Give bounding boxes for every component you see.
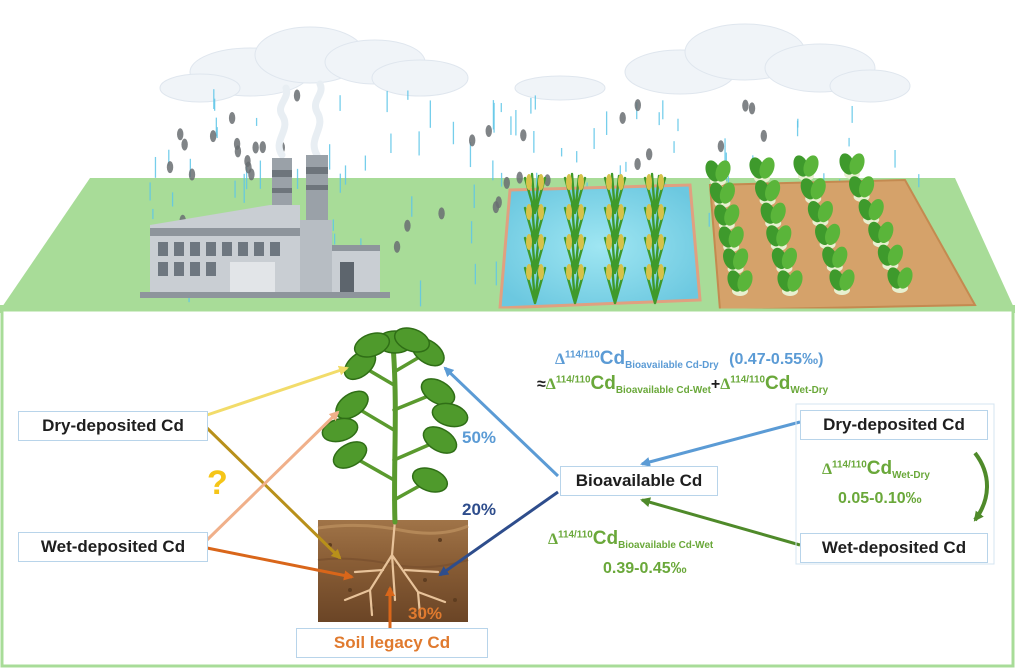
arrows-right [438,366,989,577]
cloud-icon [159,23,911,103]
arrow-dry-to-leaves [206,365,349,417]
dry-deposited-cd-label-left: Dry-deposited Cd [42,416,184,435]
vegetable-plant-icon [705,153,913,296]
arrow-wet-to-roots [206,546,354,581]
wet-deposited-cd-label-right: Wet-deposited Cd [821,538,967,557]
percent-50-label: 50% [462,428,497,447]
arrow-wet-to-leaves [205,410,340,542]
dry-deposited-cd-label-right: Dry-deposited Cd [823,415,965,434]
wet-deposited-cd-box-left: Wet-deposited Cd [18,532,208,562]
wet-deposited-cd-box-right: Wet-deposited Cd [800,533,988,563]
soil-legacy-cd-label: Soil legacy Cd [333,633,451,652]
seedling-icon [321,327,469,525]
delta-bioavailable-dry-formula: Δ114/110CdBioavailable Cd-Dry (0.47-0.55… [555,348,824,372]
dry-range-label: (0.47-0.55‰) [729,351,824,368]
arrow-dry-to-roots [205,426,342,560]
wet-deposited-cd-label-left: Wet-deposited Cd [40,537,186,556]
arrows-left [205,365,395,628]
wet-dry-range-label: 0.05-0.10‰ [838,490,922,507]
dry-deposited-cd-box-left: Dry-deposited Cd [18,411,208,441]
right-group-frame [795,403,995,565]
delta-wet-dry-formula: Δ114/110CdWet-Dry [822,458,930,482]
percent-30-label: 30% [408,604,443,623]
question-mark-label: ? [207,464,228,502]
arrow-bio-to-roots [438,490,559,577]
dry-deposited-cd-box-right: Dry-deposited Cd [800,410,988,440]
delta-bioavailable-wet-formula: Δ114/110CdBioavailable Cd-Wet [548,528,714,552]
bioavailable-cd-label: Bioavailable Cd [575,471,703,490]
rice-paddy [498,172,702,310]
arrow-dry-to-wet [973,451,989,522]
approx-formula: ≈Δ114/110CdBioavailable Cd-Wet+Δ114/110C… [537,373,829,397]
rice-plant-icon [523,172,667,305]
bioavailable-wet-range-label: 0.39-0.45‰ [603,560,687,577]
arrow-bio-to-leaves [443,366,560,478]
percent-20-label: 20% [462,500,497,519]
factory-icon [140,80,390,298]
arrow-wet-to-bio [640,497,801,547]
soil-legacy-cd-box: Soil legacy Cd [296,628,488,658]
arrow-dry-to-bio [640,420,801,467]
bioavailable-cd-box: Bioavailable Cd [560,466,718,496]
vegetable-field [705,153,977,312]
bottom-panel [0,308,1015,668]
